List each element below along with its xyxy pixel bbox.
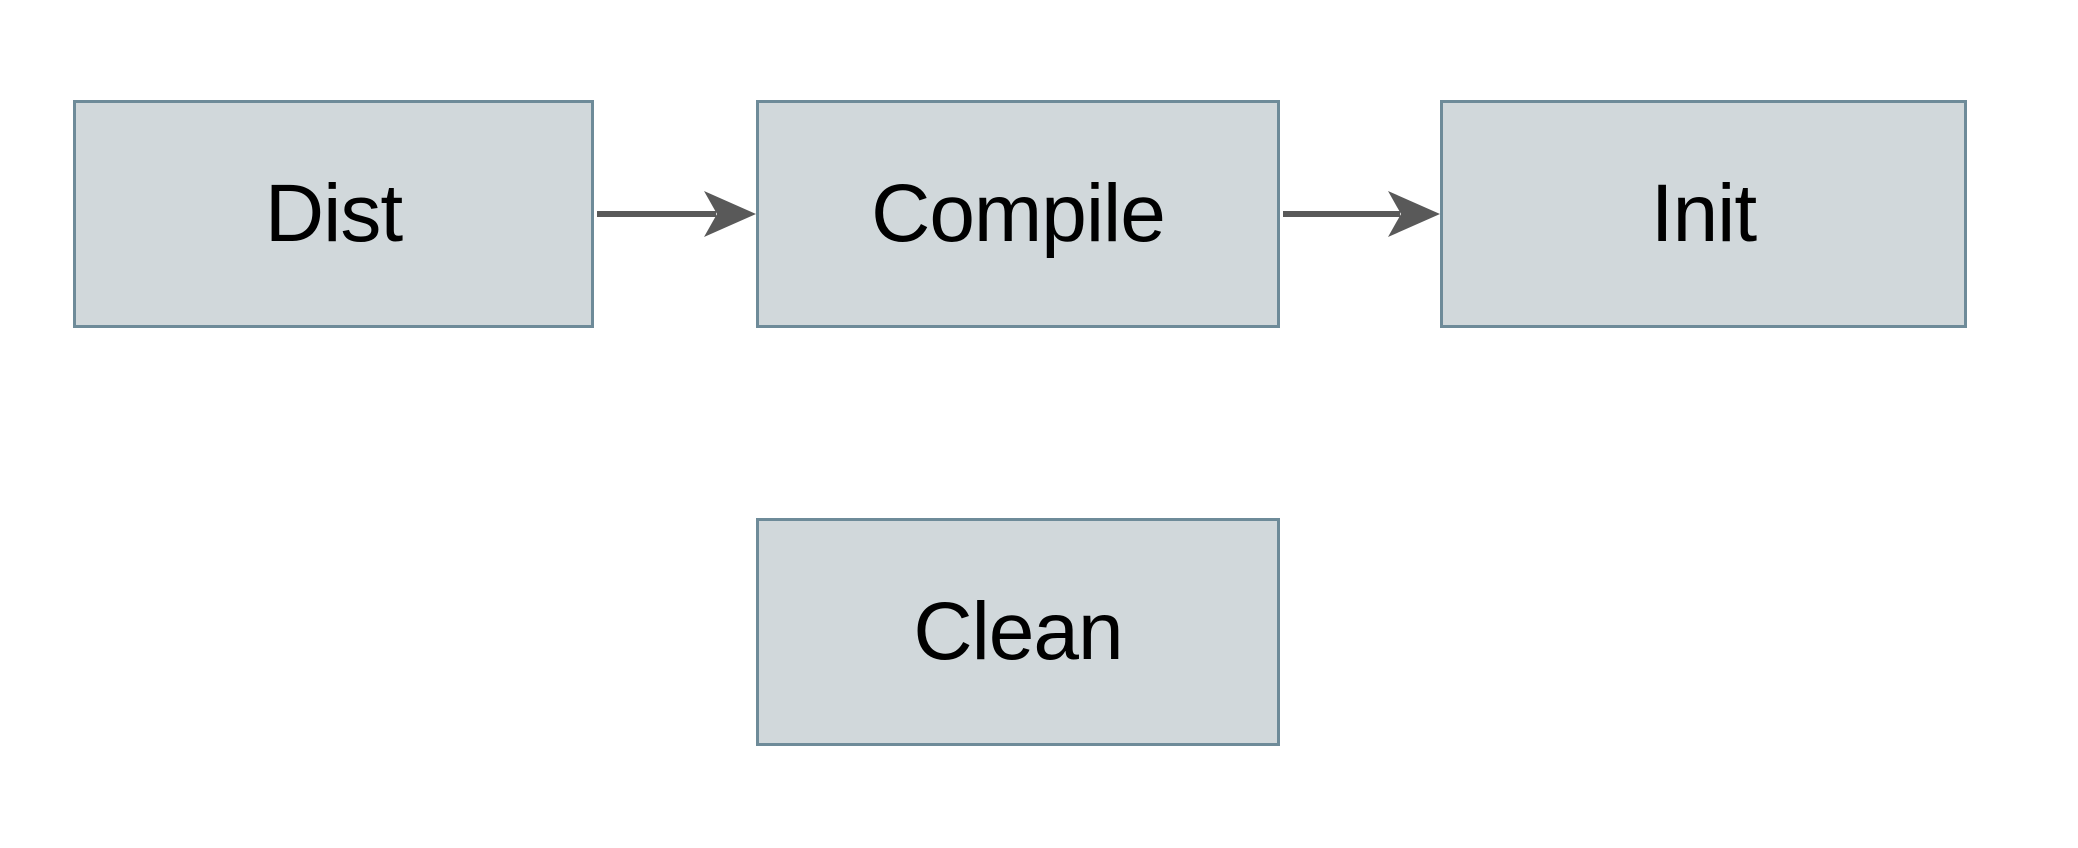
node-dist: Dist [73, 100, 594, 328]
node-clean-label: Clean [913, 586, 1123, 677]
node-clean: Clean [756, 518, 1280, 746]
arrowhead-dist-to-compile [704, 191, 756, 237]
connector-compile-to-init [1283, 191, 1440, 237]
node-dist-label: Dist [264, 168, 403, 259]
node-init: Init [1440, 100, 1967, 328]
node-compile-label: Compile [871, 168, 1166, 259]
node-init-label: Init [1650, 168, 1757, 259]
node-compile: Compile [756, 100, 1280, 328]
arrowhead-compile-to-init [1388, 191, 1440, 237]
connector-dist-to-compile [597, 191, 756, 237]
